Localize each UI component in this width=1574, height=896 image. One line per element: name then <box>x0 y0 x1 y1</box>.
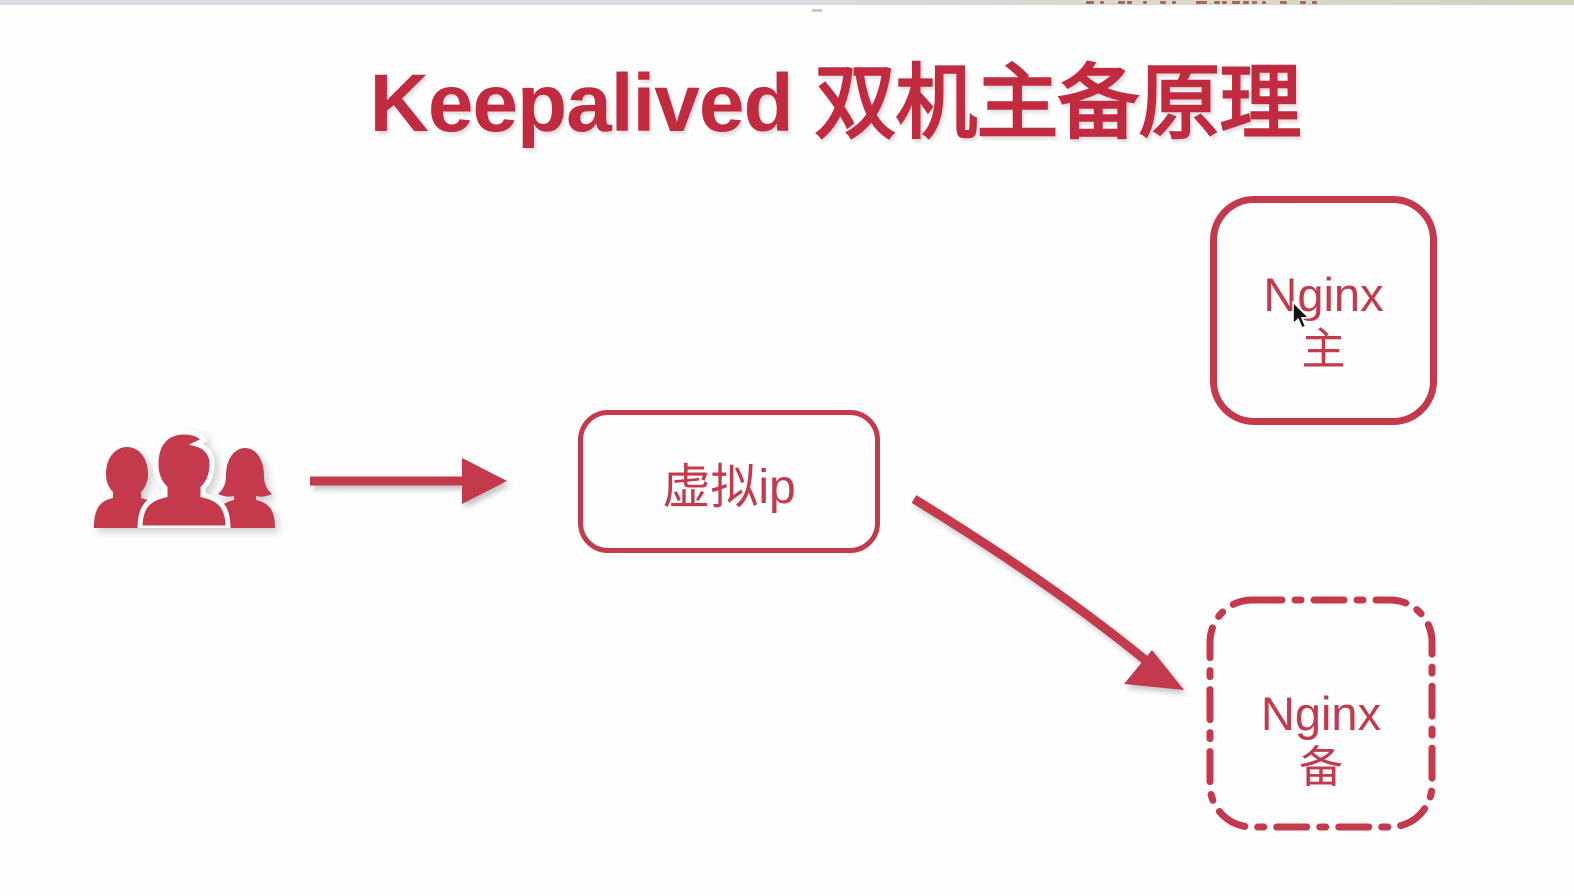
node-virtual-ip: 虚拟ip <box>578 410 880 553</box>
slide-title: Keepalived 双机主备原理 <box>369 58 1302 149</box>
arrow-clients-to-vip <box>310 458 507 504</box>
nginx-master-role: 主 <box>1301 324 1346 374</box>
arrow-vip-to-backup <box>911 495 1184 690</box>
mouse-cursor-icon <box>1292 301 1311 330</box>
top-window-strip <box>0 0 1574 5</box>
nginx-backup-name: Nginx <box>1260 686 1382 740</box>
nginx-master-name: Nginx <box>1263 268 1384 322</box>
nginx-backup-role: 备 <box>1299 743 1343 793</box>
stray-dash <box>812 9 822 12</box>
cutoff-text-fragments <box>0 0 1574 8</box>
users-group-icon <box>94 429 275 528</box>
node-nginx-backup: Nginx 备 <box>1205 592 1437 862</box>
node-nginx-master: Nginx 主 <box>1210 196 1437 425</box>
virtual-ip-label: 虚拟ip <box>662 460 796 514</box>
dash-dot-border <box>1206 596 1436 831</box>
